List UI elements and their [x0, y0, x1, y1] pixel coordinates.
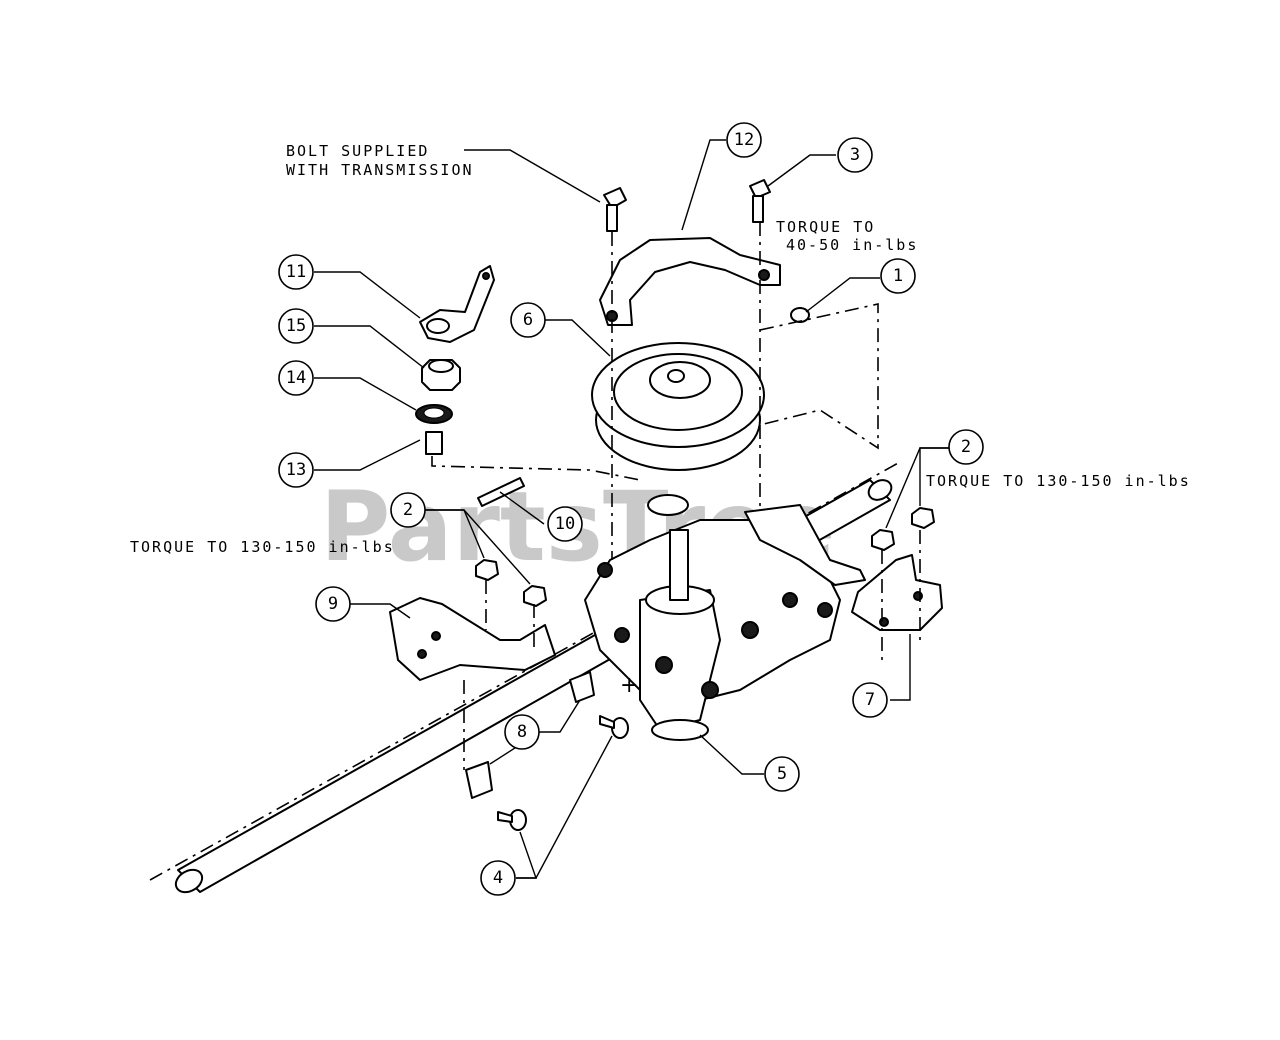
svg-text:13: 13	[286, 460, 306, 480]
callout-5: 5	[764, 756, 800, 792]
nut-1	[790, 307, 810, 323]
idler-arm	[419, 265, 495, 343]
clip-8	[465, 671, 595, 799]
note-bolt-line1: BOLT SUPPLIED	[286, 142, 429, 160]
bracket-9	[389, 597, 556, 681]
callout-4: 4	[480, 860, 516, 896]
callout-2-left: 2	[390, 492, 426, 528]
callout-8: 8	[504, 714, 540, 750]
svg-text:+: +	[620, 673, 638, 698]
svg-text:3: 3	[850, 145, 860, 165]
svg-text:8: 8	[517, 722, 527, 742]
leader-lines	[314, 139, 950, 879]
note-bolt-line2: WITH TRANSMISSION	[286, 161, 474, 179]
svg-text:1: 1	[893, 266, 903, 286]
svg-text:4: 4	[493, 868, 503, 888]
note-torque-40-line1: TORQUE TO	[776, 218, 875, 236]
bracket-7	[851, 554, 943, 631]
callout-9: 9	[315, 586, 351, 622]
note-torque-130-left: TORQUE TO 130-150 in-lbs	[130, 538, 395, 556]
pulley-bracket	[599, 237, 781, 326]
svg-text:2: 2	[403, 500, 413, 520]
callout-11: 11	[278, 254, 314, 290]
screw-4	[497, 715, 629, 831]
svg-text:7: 7	[865, 690, 875, 710]
callout-3: 3	[837, 137, 873, 173]
svg-text:2: 2	[961, 437, 971, 457]
nut-2-right	[871, 507, 935, 551]
callout-12: 12	[726, 122, 762, 158]
svg-text:12: 12	[734, 130, 754, 150]
note-torque-40-line2: 40-50 in-lbs	[786, 236, 918, 254]
svg-text:5: 5	[777, 764, 787, 784]
svg-text:10: 10	[555, 514, 575, 534]
svg-text:6: 6	[523, 310, 533, 330]
callout-15: 15	[278, 308, 314, 344]
svg-text:14: 14	[286, 368, 306, 388]
callout-7: 7	[852, 682, 888, 718]
svg-text:11: 11	[286, 262, 306, 282]
callout-2-right: 2	[948, 429, 984, 465]
alignment-lines	[431, 222, 921, 770]
callout-10: 10	[547, 506, 583, 542]
callout-6: 6	[510, 302, 546, 338]
washer-14	[415, 404, 453, 424]
callout-1: 1	[880, 258, 916, 294]
note-torque-130-right: TORQUE TO 130-150 in-lbs	[926, 472, 1191, 490]
callout-13: 13	[278, 452, 314, 488]
spacer-13	[425, 431, 443, 455]
svg-text:9: 9	[328, 594, 338, 614]
bolt-3	[749, 179, 771, 223]
bolt-supplied	[603, 187, 627, 232]
transmission-housing: +	[584, 494, 866, 741]
nut-2-left	[475, 559, 547, 607]
nut-15	[421, 359, 461, 391]
svg-text:15: 15	[286, 316, 306, 336]
pulley	[591, 342, 765, 471]
callout-14: 14	[278, 360, 314, 396]
